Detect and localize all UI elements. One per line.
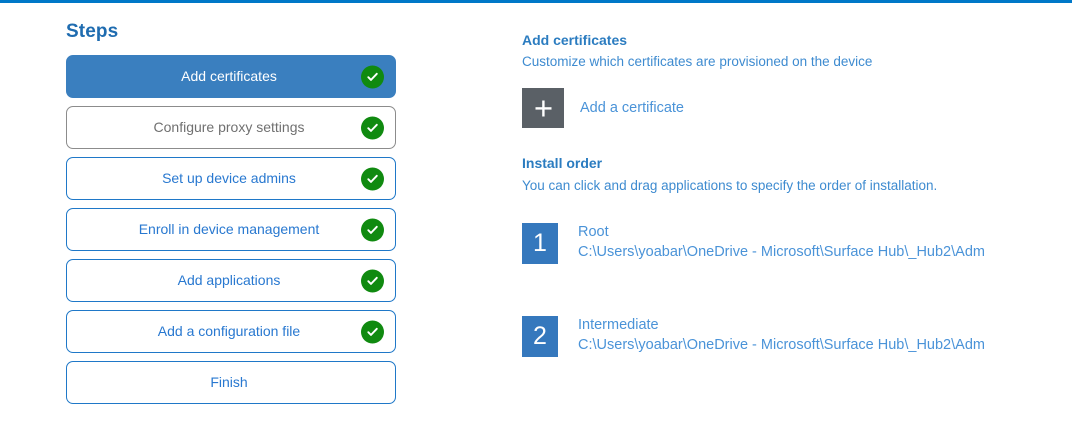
step-button-enroll-in-device-management[interactable]: Enroll in device management	[66, 208, 396, 251]
order-number-badge: 2	[522, 316, 558, 357]
step-button-set-up-device-admins[interactable]: Set up device admins	[66, 157, 396, 200]
top-accent-rule	[0, 0, 1072, 3]
provisioning-wizard-page: Steps Add certificates Configure proxy s…	[0, 3, 1072, 443]
step-label: Configure proxy settings	[153, 119, 305, 135]
step-button-finish[interactable]: Finish	[66, 361, 396, 404]
install-order-item[interactable]: 2 Intermediate C:\Users\yoabar\OneDrive …	[522, 316, 1072, 357]
install-order-item-path: C:\Users\yoabar\OneDrive - Microsoft\Sur…	[578, 337, 985, 353]
install-order-subheading: You can click and drag applications to s…	[522, 178, 938, 193]
steps-title: Steps	[66, 21, 119, 42]
step-label: Add a configuration file	[157, 323, 301, 339]
step-label: Set up device admins	[162, 170, 296, 186]
detail-subheading: Customize which certificates are provisi…	[522, 54, 873, 69]
step-label: Add applications	[177, 272, 281, 288]
check-circle-icon	[361, 65, 384, 88]
install-order-item-text: Intermediate C:\Users\yoabar\OneDrive - …	[578, 316, 985, 356]
add-certificate-button[interactable]: Add a certificate	[522, 88, 752, 128]
check-circle-icon	[361, 269, 384, 292]
detail-heading: Add certificates	[522, 32, 628, 48]
step-button-add-certificates[interactable]: Add certificates	[66, 55, 396, 98]
install-order-item[interactable]: 1 Root C:\Users\yoabar\OneDrive - Micros…	[522, 223, 1072, 264]
step-label: Add certificates	[181, 68, 277, 84]
install-order-item-name: Intermediate	[578, 317, 659, 333]
check-circle-icon	[361, 116, 384, 139]
step-button-configure-proxy-settings[interactable]: Configure proxy settings	[66, 106, 396, 149]
add-certificate-label: Add a certificate	[580, 100, 684, 116]
step-label: Enroll in device management	[138, 221, 320, 237]
plus-icon	[522, 88, 564, 128]
install-order-item-name: Root	[578, 224, 609, 240]
step-label: Finish	[210, 374, 248, 390]
install-order-item-path: C:\Users\yoabar\OneDrive - Microsoft\Sur…	[578, 244, 985, 260]
steps-pane: Steps Add certificates Configure proxy s…	[66, 21, 398, 412]
install-order-section: Install order You can click and drag app…	[522, 154, 1072, 357]
step-button-add-a-configuration-file[interactable]: Add a configuration file	[66, 310, 396, 353]
check-circle-icon	[361, 167, 384, 190]
order-number-badge: 1	[522, 223, 558, 264]
detail-pane: Add certificates Customize which certifi…	[522, 31, 1072, 357]
check-circle-icon	[361, 218, 384, 241]
check-circle-icon	[361, 320, 384, 343]
install-order-item-text: Root C:\Users\yoabar\OneDrive - Microsof…	[578, 223, 985, 263]
step-button-add-applications[interactable]: Add applications	[66, 259, 396, 302]
install-order-heading: Install order	[522, 155, 603, 171]
